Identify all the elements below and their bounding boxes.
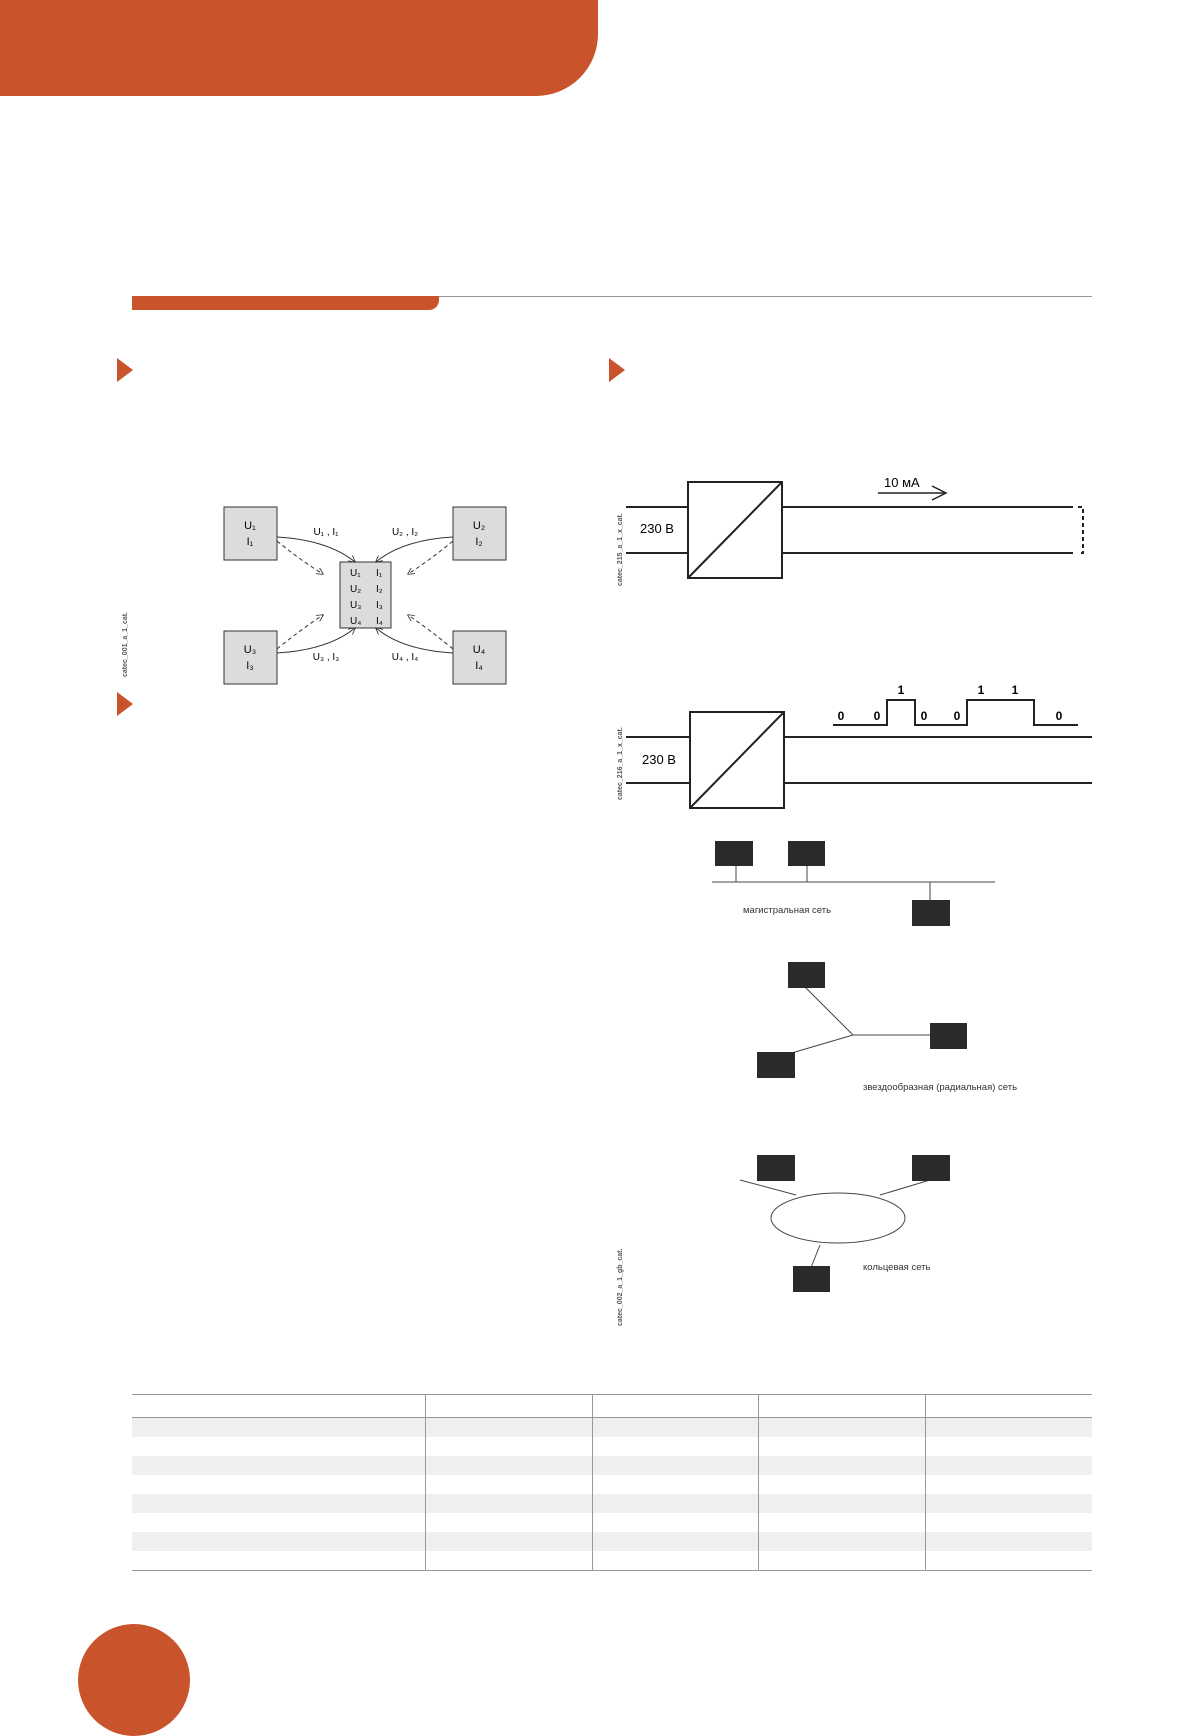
arrow-label: U₄ , I₄ xyxy=(392,652,419,663)
node-box-2: U₂ I₂ xyxy=(452,506,507,561)
bullet-triangle-icon xyxy=(609,358,625,382)
ring-network: кольцевая сеть xyxy=(739,1155,950,1292)
table-row xyxy=(132,1513,1092,1532)
feedback-arrow xyxy=(408,615,454,650)
svg-text:U₄: U₄ xyxy=(350,616,361,627)
svg-text:I₂: I₂ xyxy=(475,536,482,548)
svg-text:I₄: I₄ xyxy=(376,616,383,627)
arrow-label: U₃ , I₃ xyxy=(313,652,339,663)
fig2-diagram: 230 В 10 мА xyxy=(626,475,1084,579)
fig1-diagram: U₁ I₁ U₂ I₂ U₃ I₃ U₄ I₄ U₁ U₂ U₃ U₄ I₁ I… xyxy=(223,506,507,685)
bit-label: 0 xyxy=(874,709,881,723)
arrow-label: U₁ , I₁ xyxy=(313,527,339,538)
device-node xyxy=(912,900,950,926)
device-node xyxy=(788,962,825,988)
device-node xyxy=(793,1266,830,1292)
star-network: звездообразная (радиальная) сеть xyxy=(757,962,1017,1093)
svg-text:I₃: I₃ xyxy=(246,660,254,672)
svg-text:U₂: U₂ xyxy=(350,584,361,595)
bit-label: 0 xyxy=(838,709,845,723)
flow-arrow xyxy=(276,536,355,562)
table-row xyxy=(132,1475,1092,1494)
svg-text:I₂: I₂ xyxy=(376,584,383,595)
table-row xyxy=(132,1494,1092,1513)
converter-box xyxy=(689,711,785,809)
page-number-badge xyxy=(78,1624,190,1736)
device-node xyxy=(788,841,825,866)
table-header-row xyxy=(132,1394,1092,1418)
table-row xyxy=(132,1551,1092,1571)
arrow-label: U₂ , I₂ xyxy=(392,527,418,538)
svg-text:U₄: U₄ xyxy=(473,644,486,656)
svg-text:I₄: I₄ xyxy=(475,660,483,672)
fig4-diagram: магистральная сеть звездообразная (радиа… xyxy=(712,841,1017,1292)
bullet-triangle-icon xyxy=(117,692,133,716)
flow-arrow xyxy=(276,628,355,654)
bit-label: 0 xyxy=(954,709,961,723)
flow-arrow xyxy=(376,536,454,562)
voltage-label: 230 В xyxy=(640,521,674,536)
bit-label: 1 xyxy=(1012,683,1019,697)
table-row xyxy=(132,1437,1092,1456)
ring-network-label: кольцевая сеть xyxy=(863,1262,931,1273)
bullet-triangle-icon xyxy=(117,358,133,382)
bit-label: 0 xyxy=(1056,709,1063,723)
node-box-3: U₃ I₃ xyxy=(223,630,278,685)
flow-arrow xyxy=(376,628,454,654)
star-network-label: звездообразная (радиальная) сеть xyxy=(863,1082,1017,1093)
svg-text:U₁: U₁ xyxy=(350,568,361,579)
svg-text:I₁: I₁ xyxy=(376,568,383,579)
section-rule xyxy=(132,296,1092,297)
digital-signal-waveform xyxy=(833,699,1078,726)
bus-network-label: магистральная сеть xyxy=(743,905,831,916)
device-node xyxy=(757,1052,795,1078)
svg-text:U₃: U₃ xyxy=(244,644,256,656)
section-heading-bar xyxy=(132,296,439,310)
node-box-1: U₁ I₁ xyxy=(223,506,278,561)
feedback-arrow xyxy=(408,540,454,574)
device-node xyxy=(757,1155,795,1181)
feedback-arrow xyxy=(276,615,323,650)
header-band xyxy=(0,0,598,96)
open-loop-end xyxy=(1078,506,1084,554)
bit-label: 1 xyxy=(978,683,985,697)
device-node xyxy=(912,1155,950,1181)
table-row xyxy=(132,1417,1092,1437)
figure-caption: catec_001_a_1_cat. xyxy=(122,611,129,677)
arrow-right-icon xyxy=(931,485,948,501)
svg-text:I₁: I₁ xyxy=(247,536,254,548)
svg-text:I₃: I₃ xyxy=(376,600,383,611)
bit-label: 0 xyxy=(921,709,928,723)
voltage-label: 230 В xyxy=(642,752,676,767)
current-label: 10 мА xyxy=(884,475,920,490)
center-node: U₁ U₂ U₃ U₄ I₁ I₂ I₃ I₄ xyxy=(339,561,392,629)
table-row xyxy=(132,1532,1092,1551)
svg-text:U₂: U₂ xyxy=(473,520,485,532)
table-row xyxy=(132,1456,1092,1475)
device-node xyxy=(715,841,753,866)
figure-caption: catec_002_a_1_gb_cat. xyxy=(617,1248,624,1326)
bus-network: магистральная сеть xyxy=(712,841,995,926)
feedback-arrow xyxy=(276,540,323,574)
device-node xyxy=(930,1023,967,1049)
converter-box xyxy=(687,481,783,579)
spec-table xyxy=(132,1394,1092,1571)
node-box-4: U₄ I₄ xyxy=(452,630,507,685)
svg-text:U₃: U₃ xyxy=(350,600,361,611)
fig3-diagram: 0 0 1 0 0 1 1 0 230 В xyxy=(626,683,1092,809)
bit-label: 1 xyxy=(898,683,905,697)
svg-text:U₁: U₁ xyxy=(244,520,256,532)
